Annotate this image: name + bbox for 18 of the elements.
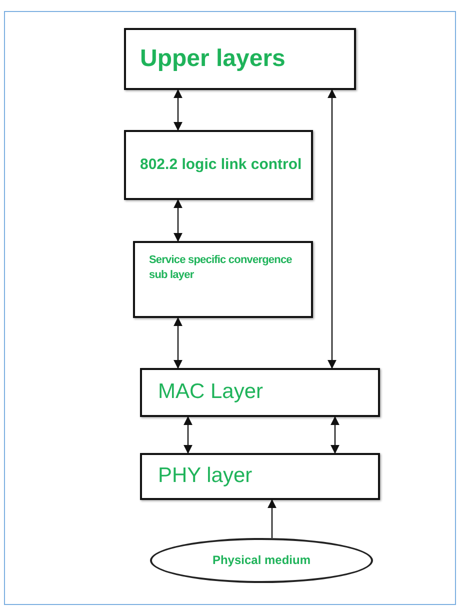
arrow [327,89,337,369]
arrow [173,317,183,369]
layer-box [124,28,356,90]
arrow [173,89,183,131]
layer-box [140,453,380,500]
arrow [183,416,193,454]
layer-box [140,368,380,417]
layer-label: 802.2 logic link control [140,154,302,175]
arrow [267,499,277,538]
layer-label: Physical medium [212,552,311,569]
layer-label: PHY layer [158,463,252,490]
arrow [330,416,340,454]
layer-label: Upper layers [140,44,286,74]
layer-box [124,130,313,200]
layer-label: MAC Layer [158,379,264,406]
layer-label: Service specific convergence sub layer [149,253,293,283]
layer-box [133,241,313,318]
arrow [173,199,183,242]
